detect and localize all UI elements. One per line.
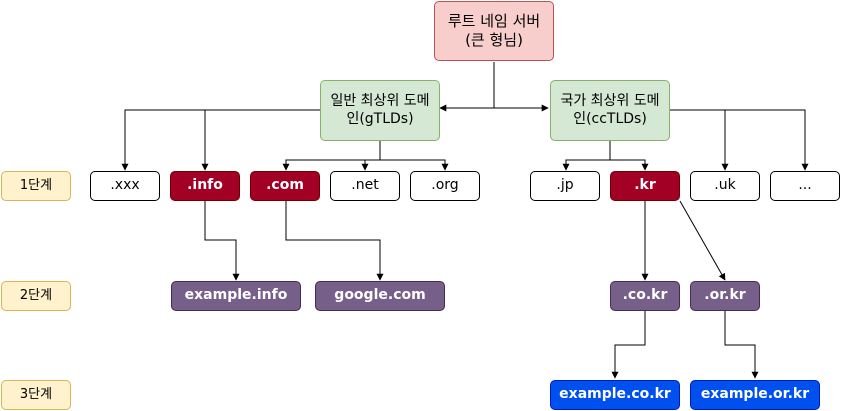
domain-google-com: google.com — [315, 281, 445, 311]
edge-root-generic — [439, 62, 495, 112]
level-label-3: 3단계 — [1, 380, 71, 410]
edge-kr-orkr — [679, 200, 726, 281]
level-label-2: 2단계 — [1, 281, 71, 311]
root-name-server: 루트 네임 서버 (큰 형님) — [434, 1, 554, 61]
tld-jp: .jp — [530, 171, 600, 201]
edge-generic-org — [380, 159, 449, 171]
edge-com-google — [285, 201, 384, 281]
edge-country-uk — [670, 109, 729, 171]
edge-country-kr — [610, 159, 649, 171]
edge-orkr-example — [724, 311, 759, 379]
level-label-1: 1단계 — [1, 171, 71, 201]
tld-net: .net — [330, 171, 400, 201]
domain-or-kr: .or.kr — [690, 281, 760, 311]
tld-org: .org — [410, 171, 480, 201]
edge-generic-xxx — [121, 109, 320, 171]
edge-country-jp — [562, 141, 611, 171]
tld-kr: .kr — [610, 171, 680, 201]
tld-info: .info — [170, 171, 240, 201]
tld-uk: .uk — [690, 171, 760, 201]
edge-info-example — [204, 201, 240, 281]
tld-more: ... — [770, 171, 840, 201]
edge-generic-net — [361, 159, 380, 171]
domain-example-or-kr: example.or.kr — [690, 380, 820, 410]
edge-cokr-example — [611, 311, 646, 379]
tld-com: .com — [250, 171, 320, 201]
edge-generic-com — [282, 141, 381, 171]
domain-example-co-kr: example.co.kr — [550, 380, 680, 410]
domain-co-kr: .co.kr — [610, 281, 680, 311]
domain-example-info: example.info — [171, 281, 301, 311]
country-tld-category: 국가 최상위 도메인(ccTLDs) — [550, 80, 670, 141]
edge-country-etc — [725, 109, 809, 171]
tld-xxx: .xxx — [90, 171, 160, 201]
generic-tld-category: 일반 최상위 도메인(gTLDs) — [320, 80, 440, 141]
